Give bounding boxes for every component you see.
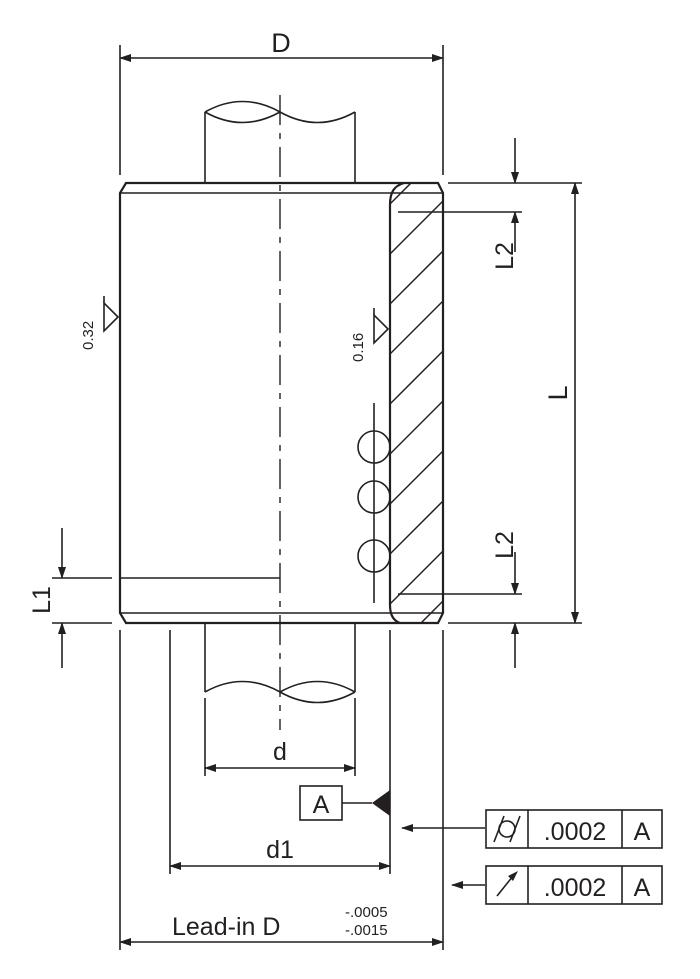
section-hatching bbox=[390, 183, 443, 623]
surface-finish-outer-label: 0.32 bbox=[80, 321, 97, 350]
fcf-runout-datum: A bbox=[634, 874, 651, 902]
surface-finish-inner-label: 0.16 bbox=[350, 333, 367, 362]
feature-control-frame-cylindricity: .0002 A bbox=[401, 809, 663, 849]
dimension-L2-bottom: L2 bbox=[398, 531, 522, 668]
dimension-d-label: d bbox=[273, 738, 287, 766]
dimension-D-label: D bbox=[271, 28, 291, 58]
tolerance-lower: -.0015 bbox=[345, 922, 388, 939]
dimension-L2-top-label: L2 bbox=[491, 242, 519, 270]
dimension-lead-in-D: Lead-in D -.0005 -.0015 bbox=[119, 630, 444, 950]
cylindricity-icon bbox=[493, 815, 521, 843]
dimension-D: D bbox=[119, 28, 444, 175]
dimension-L1: L1 bbox=[28, 528, 112, 668]
datum-feature: A bbox=[299, 785, 390, 821]
ball bbox=[357, 539, 391, 573]
fcf-cylindricity-value: .0002 bbox=[544, 818, 607, 846]
dimension-L2-top: L2 bbox=[398, 138, 522, 270]
dimension-d1-label: d1 bbox=[266, 836, 294, 864]
ball bbox=[357, 430, 391, 464]
feature-control-frame-runout: .0002 A bbox=[451, 865, 663, 905]
fcf-runout-value: .0002 bbox=[544, 874, 607, 902]
tolerance-upper: -.0005 bbox=[345, 904, 388, 921]
datum-label: A bbox=[313, 791, 330, 819]
fcf-cylindricity-datum: A bbox=[634, 818, 651, 846]
surface-finish-inner: 0.16 bbox=[350, 308, 390, 362]
dimension-d: d bbox=[204, 698, 356, 776]
dimension-lead-in-D-label: Lead-in D bbox=[172, 913, 280, 941]
dimension-L1-label: L1 bbox=[28, 586, 56, 614]
dimension-d1: d1 bbox=[169, 630, 391, 874]
ball bbox=[357, 480, 391, 514]
surface-finish-outer: 0.32 bbox=[80, 296, 120, 350]
ball-bearings bbox=[357, 403, 391, 603]
dimension-L-label: L bbox=[543, 385, 573, 400]
dimension-L2-bottom-label: L2 bbox=[491, 531, 519, 559]
runout-icon bbox=[496, 871, 518, 897]
